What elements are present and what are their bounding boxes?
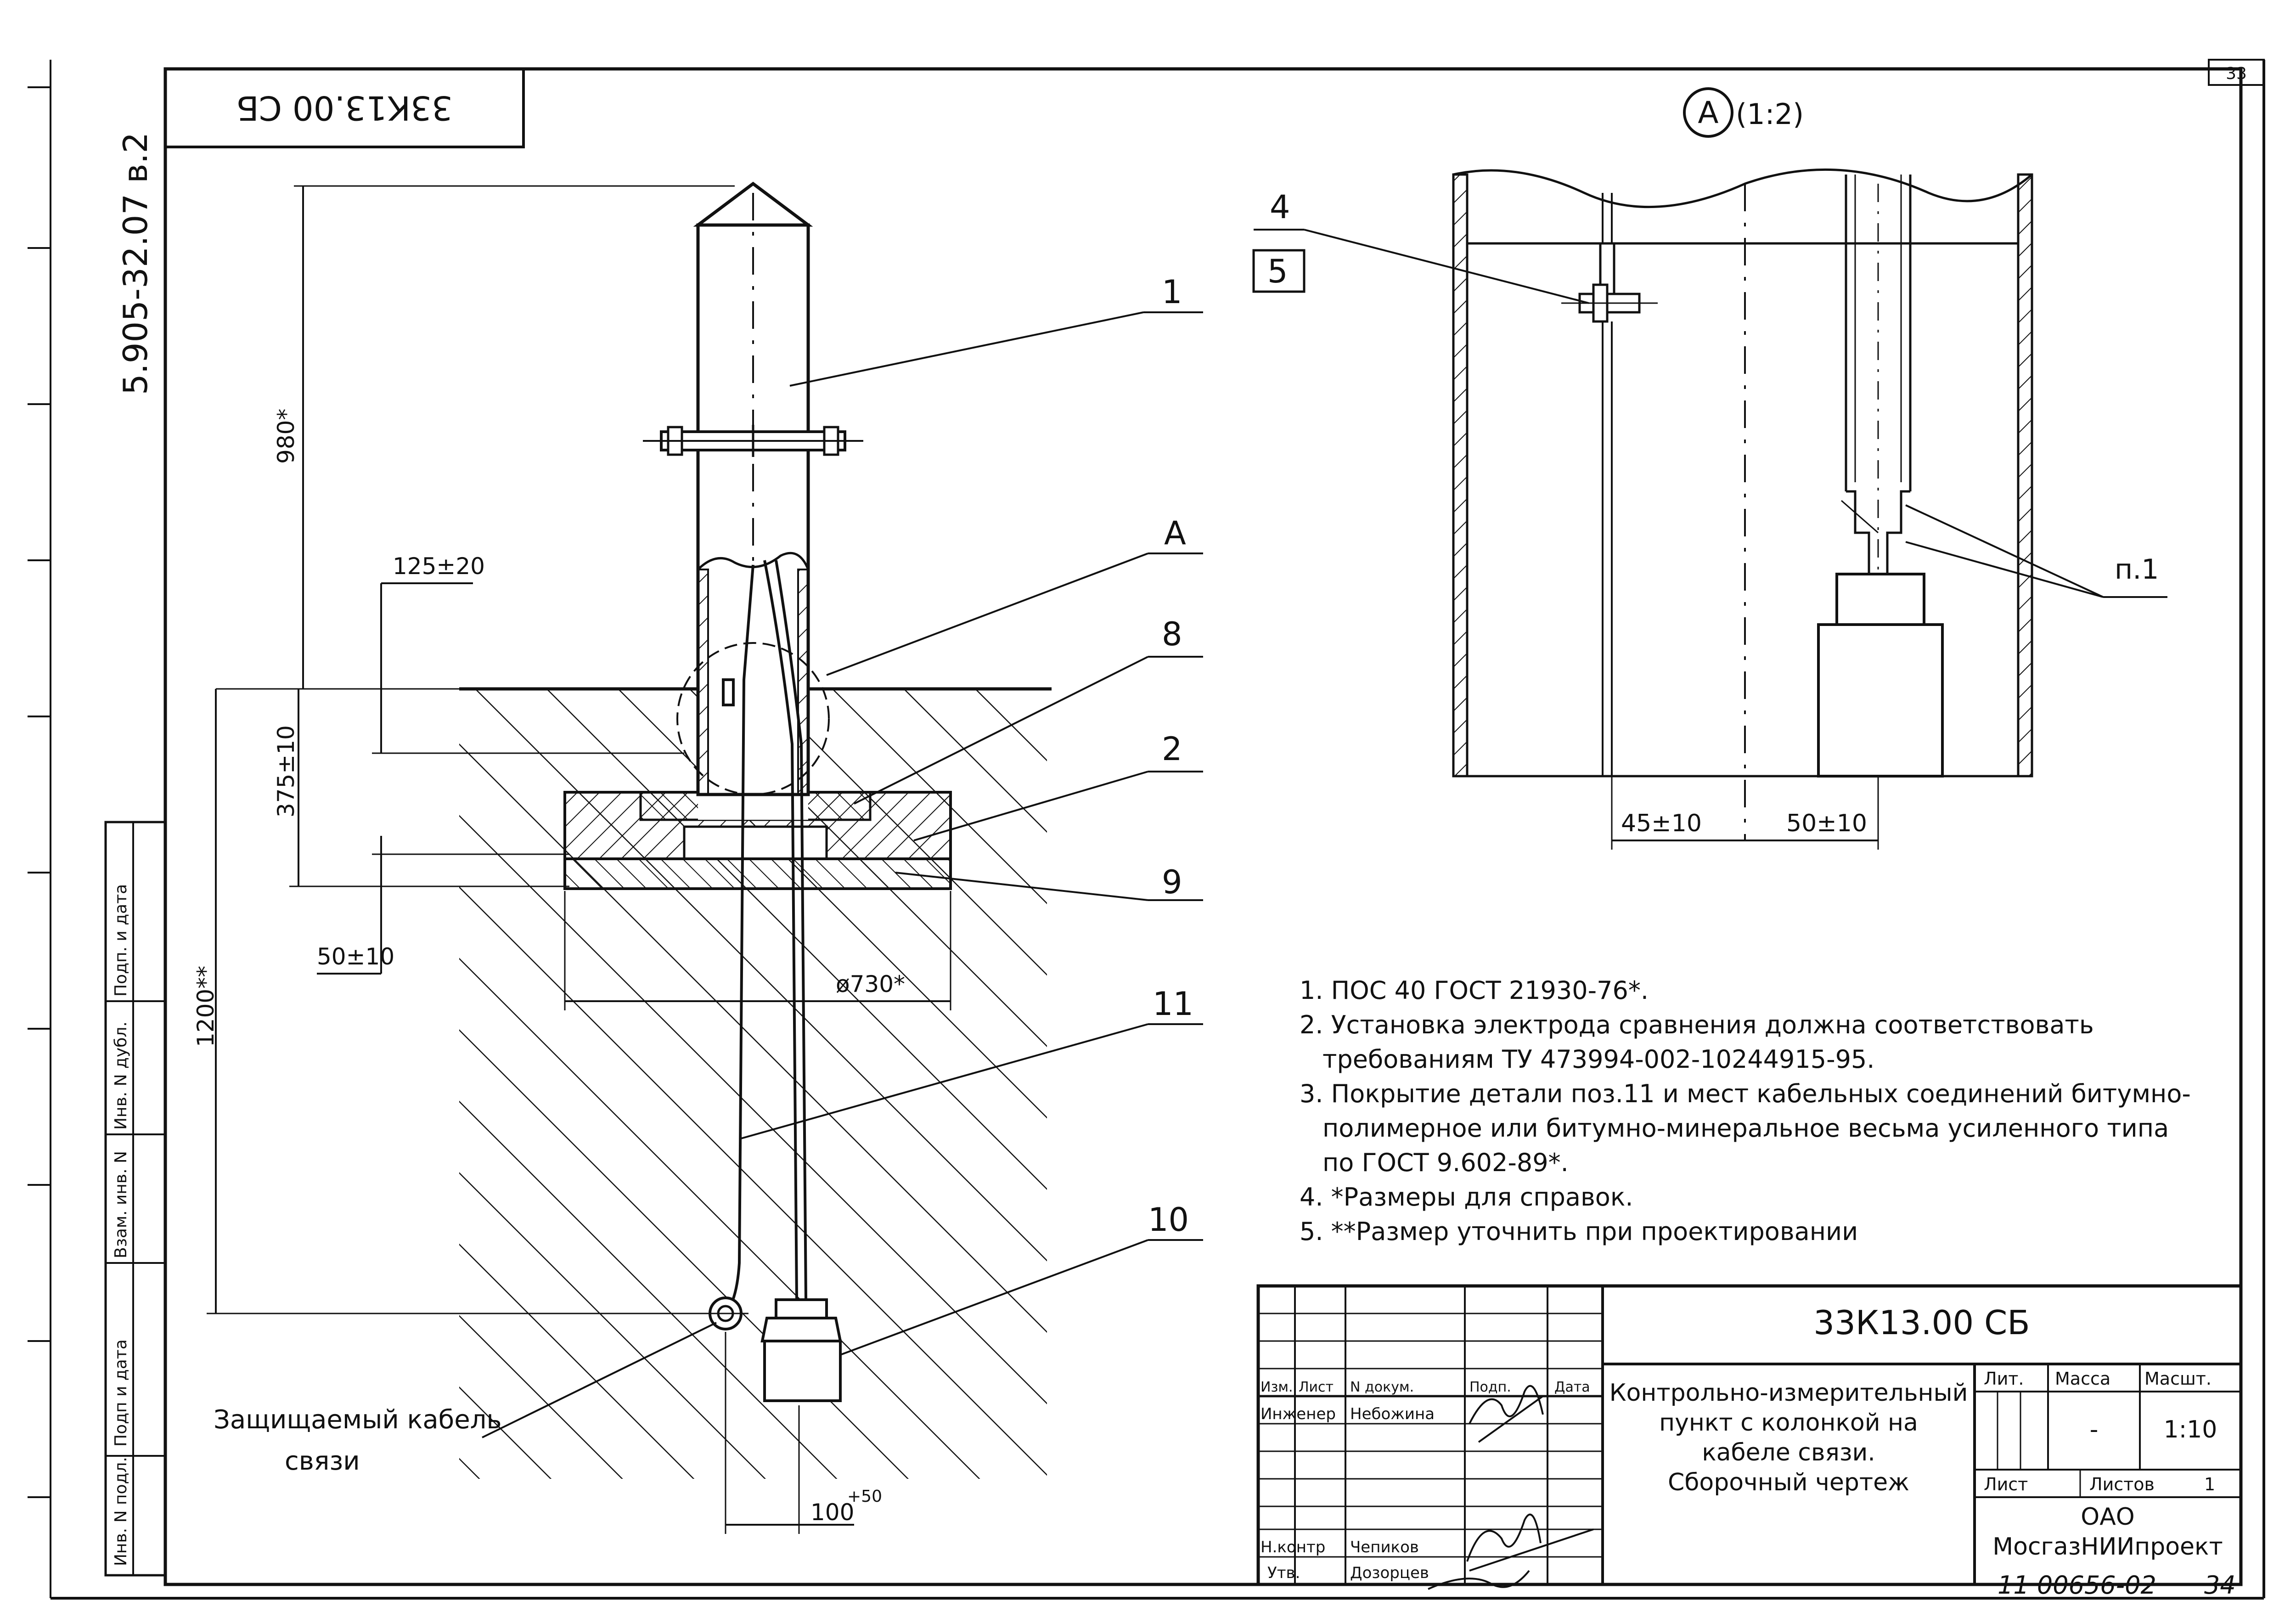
stamp-label-podp-data-2: Подп. и дата <box>112 884 130 997</box>
dim-980: 980* <box>273 185 735 689</box>
main-view: 980* 125±20 375±10 50±10 1200** <box>192 181 1203 1534</box>
svg-text:50±10: 50±10 <box>1786 810 1867 837</box>
tb-name-nkontr: Чепиков <box>1350 1538 1419 1556</box>
tb-sheets-value: 1 <box>2204 1474 2215 1494</box>
detail-scale: (1:2) <box>1736 97 1804 131</box>
tb-mass-value: - <box>2090 1416 2099 1443</box>
album-code: 5.905-32.07 в.2 <box>116 132 155 395</box>
tb-sheet-label: Лист <box>1984 1474 2028 1494</box>
detail-a-marker <box>676 642 830 795</box>
concrete-layer <box>563 857 952 890</box>
edge-ticks <box>28 86 51 1498</box>
detail-dims: 45±10 50±10 <box>1611 776 1879 850</box>
stamp-label-inv-dubl: Инв. N дубл. <box>112 1021 130 1130</box>
title-block: Изм. Лист N докум. Подп. Дата Инженер Не… <box>1256 1284 2243 1590</box>
svg-text:+50: +50 <box>847 1487 882 1506</box>
tb-org-1: ОАО <box>2081 1503 2134 1531</box>
svg-text:125±20: 125±20 <box>393 553 485 580</box>
detail-label: A <box>1698 95 1718 130</box>
tb-name-utv: Дозорцев <box>1350 1564 1429 1582</box>
dim-50-main: 50±10 <box>317 836 569 975</box>
svg-text:9: 9 <box>1162 863 1182 901</box>
tb-title-3: кабеле связи. <box>1702 1439 1875 1466</box>
notes: 1. ПОС 40 ГОСТ 21930-76*. 2. Установка э… <box>1300 976 2191 1246</box>
detail-bolt <box>1561 193 1658 776</box>
tb-designation: 33К13.00 СБ <box>1813 1303 2030 1342</box>
stamp-label-podp-data-1: Подп и дата <box>112 1339 130 1447</box>
main-callouts: 1 A 8 2 9 11 10 Защищаемый кабель связи <box>214 273 1203 1476</box>
tb-title-2: пункт с колонкой на <box>1659 1409 1918 1437</box>
svg-text:10: 10 <box>1148 1201 1189 1239</box>
tb-title-1: Контрольно-измерительный <box>1609 1379 1968 1407</box>
stamp-label-inv-podl: Инв. N подл. <box>112 1457 130 1566</box>
signature-1 <box>1469 1385 1544 1443</box>
tb-role-utv: Утв. <box>1267 1564 1300 1582</box>
svg-text:100: 100 <box>810 1499 854 1526</box>
column-clamp <box>643 425 863 457</box>
svg-text:45±10: 45±10 <box>1621 810 1702 837</box>
rotated-code-box: 33К13.00 СБ <box>164 68 525 148</box>
rotated-doc-code: 33К13.00 СБ <box>236 89 452 127</box>
side-stamp: Инв. N подл. Подп и дата Взам. инв. N Ин… <box>104 821 167 1577</box>
signature-3 <box>1428 1570 1530 1590</box>
detail-callout-p1: п.1 <box>2115 553 2159 586</box>
footer-code: 11 00656-02 <box>1998 1571 2156 1600</box>
svg-text:375±10: 375±10 <box>273 725 299 817</box>
tb-lit-label: Лит. <box>1984 1369 2024 1389</box>
tb-role-nkontr: Н.контр <box>1261 1538 1325 1556</box>
protected-cable-label-2: связи <box>285 1446 360 1476</box>
note-2b: требованиям ТУ 473994-002-10244915-95. <box>1322 1045 1874 1074</box>
tb-role-engineer: Инженер <box>1261 1405 1336 1423</box>
note-2a: 2. Установка электрода сравнения должна … <box>1300 1010 2094 1039</box>
note-3b: полимерное или битумно-минеральное весьм… <box>1322 1114 2169 1143</box>
tb-header-izm: Изм. <box>1261 1379 1293 1395</box>
detail-callout-4: 4 <box>1270 188 1290 226</box>
svg-text:11: 11 <box>1153 985 1193 1023</box>
dim-100: 100 +50 <box>725 1332 882 1534</box>
detail-view-a: A (1:2) <box>1252 87 2167 850</box>
signature-2 <box>1466 1513 1594 1572</box>
page-number: 33 <box>2226 64 2247 83</box>
dim-1200: 1200** <box>192 688 712 1314</box>
tb-header-list: Лист <box>1299 1379 1334 1395</box>
svg-text:1200**: 1200** <box>192 966 219 1047</box>
note-1: 1. ПОС 40 ГОСТ 21930-76*. <box>1300 976 1649 1005</box>
tb-header-sign: Подп. <box>1469 1379 1511 1395</box>
svg-text:2: 2 <box>1162 730 1182 768</box>
note-3c: по ГОСТ 9.602-89*. <box>1322 1148 1569 1177</box>
tb-scale-label: Масшт. <box>2144 1369 2212 1389</box>
dim-730: ø730* <box>564 891 951 1010</box>
detail-callout-5: 5 <box>1267 253 1288 290</box>
svg-text:ø730*: ø730* <box>836 971 905 998</box>
note-3a: 3. Покрытие детали поз.11 и мест кабельн… <box>1300 1079 2191 1108</box>
protected-cable-label-1: Защищаемый кабель <box>214 1405 501 1435</box>
tb-header-date: Дата <box>1554 1379 1590 1395</box>
tb-mass-label: Масса <box>2055 1369 2110 1389</box>
svg-text:8: 8 <box>1162 615 1182 653</box>
svg-text:1: 1 <box>1162 273 1182 311</box>
detail-cable-end <box>1817 175 1944 781</box>
column-pipe <box>693 181 813 796</box>
tb-sheets-label: Листов <box>2089 1474 2155 1494</box>
tb-org-2: МосгазНИИпроект <box>1992 1533 2223 1561</box>
svg-text:A: A <box>1164 514 1186 552</box>
note-4: 4. *Размеры для справок. <box>1300 1183 1633 1212</box>
sheet-frame: 33 <box>50 59 2265 1600</box>
svg-text:980*: 980* <box>273 409 299 464</box>
tb-name-engineer: Небожина <box>1350 1405 1435 1423</box>
note-5: 5. **Размер уточнить при проектировании <box>1300 1217 1858 1246</box>
dim-375: 375±10 <box>273 689 569 887</box>
stamp-label-vzam-inv: Взам. инв. N <box>112 1151 130 1258</box>
tb-scale-value: 1:10 <box>2164 1416 2217 1443</box>
svg-text:50±10: 50±10 <box>317 943 394 970</box>
tb-title-4: Сборочный чертеж <box>1668 1469 1909 1496</box>
footer-page: 34 <box>2204 1571 2236 1600</box>
tb-header-doc: N докум. <box>1350 1379 1414 1395</box>
dim-125: 125±20 <box>372 553 684 754</box>
reference-electrode <box>760 1298 842 1402</box>
